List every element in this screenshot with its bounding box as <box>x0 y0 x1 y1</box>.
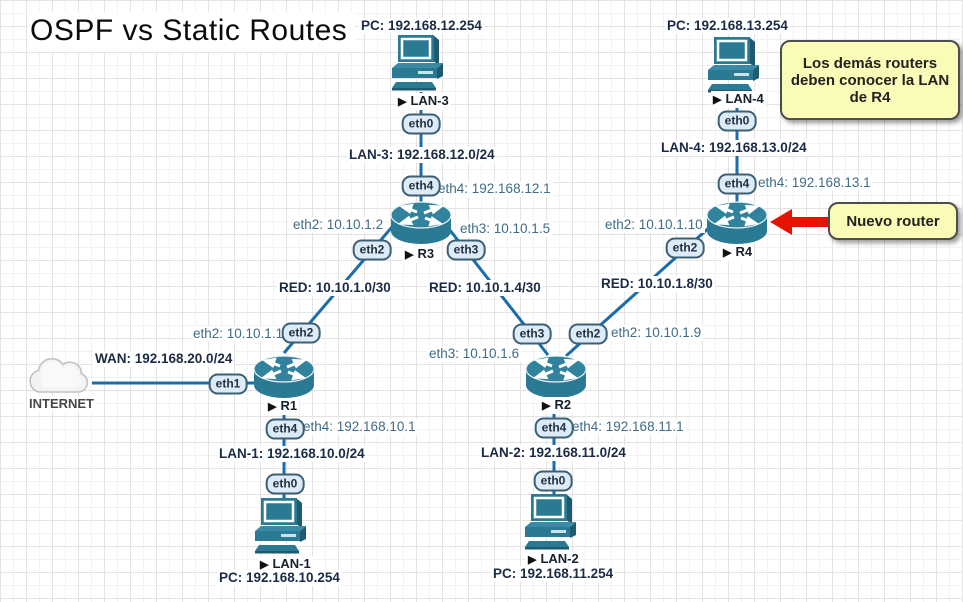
if-ip-r4-eth2: eth2: 10.10.1.10 <box>603 217 705 233</box>
network-label-lan2: LAN-2: 192.168.11.0/24 <box>479 445 628 461</box>
if-ip-r3-eth4: eth4: 192.168.12.1 <box>436 181 553 197</box>
note-new-router-text: Nuevo router <box>846 212 940 230</box>
if-badge-lan1-eth0: eth0 <box>265 473 305 495</box>
network-label-wan: WAN: 192.168.20.0/24 <box>93 351 235 367</box>
node-marker-icon: ▶ <box>268 401 277 413</box>
router-r1-icon[interactable] <box>252 354 316 400</box>
node-marker-icon: ▶ <box>713 94 722 106</box>
if-badge-r4-eth2: eth2 <box>665 237 705 259</box>
if-badge-r1-eth1: eth1 <box>208 373 248 395</box>
if-badge-r1-eth2: eth2 <box>281 322 321 344</box>
note-new-router[interactable]: Nuevo router <box>828 202 958 240</box>
page-title: OSPF vs Static Routes <box>28 12 356 52</box>
pc-lan1-icon[interactable] <box>254 496 312 555</box>
network-label-lan4: LAN-4: 192.168.13.0/24 <box>659 140 809 156</box>
if-badge-lan3-eth0: eth0 <box>401 113 441 135</box>
network-label-red-r3-r2: RED: 10.10.1.4/30 <box>427 280 543 296</box>
network-label-red-r1-r3: RED: 10.10.1.0/30 <box>277 280 393 296</box>
internet-cloud-icon[interactable] <box>22 350 96 396</box>
node-marker-icon: ▶ <box>398 96 407 108</box>
if-badge-r1-eth4: eth4 <box>265 418 305 440</box>
node-marker-icon: ▶ <box>260 559 269 571</box>
if-ip-r4-eth4: eth4: 192.168.13.1 <box>756 175 873 191</box>
if-ip-r3-eth2: eth2: 10.10.1.2 <box>291 217 386 233</box>
if-ip-r2-eth3: eth3: 10.10.1.6 <box>427 346 522 362</box>
node-label-r1: ▶R1 <box>266 398 300 415</box>
if-badge-r3-eth3: eth3 <box>446 239 486 261</box>
node-label-lan2: ▶LAN-2 <box>526 551 581 568</box>
router-r4-icon[interactable] <box>705 200 769 246</box>
if-ip-r2-eth2: eth2: 10.10.1.9 <box>609 325 704 341</box>
node-marker-icon: ▶ <box>542 400 551 412</box>
node-label-lan3: ▶LAN-3 <box>396 93 451 110</box>
pc-ip-label-lan2: PC: 192.168.11.254 <box>491 566 616 582</box>
node-label-lan4: ▶LAN-4 <box>711 91 766 108</box>
network-label-lan3: LAN-3: 192.168.12.0/24 <box>347 147 497 163</box>
node-marker-icon: ▶ <box>528 554 537 566</box>
if-badge-r3-eth4: eth4 <box>401 175 441 197</box>
network-label-red-r2-r4: RED: 10.10.1.8/30 <box>599 276 715 292</box>
pc-ip-label-lan4: PC: 192.168.13.254 <box>665 18 790 34</box>
node-marker-icon: ▶ <box>723 247 732 259</box>
if-ip-r3-eth3: eth3: 10.10.1.5 <box>458 221 553 237</box>
network-label-lan1: LAN-1: 192.168.10.0/24 <box>217 446 367 462</box>
pc-lan2-icon[interactable] <box>524 492 582 551</box>
pc-lan4-icon[interactable] <box>707 35 765 94</box>
node-label-r2: ▶R2 <box>540 397 574 414</box>
if-ip-r2-eth4: eth4: 192.168.11.1 <box>570 419 686 435</box>
if-badge-r2-eth2: eth2 <box>568 323 608 345</box>
note-r4-lan[interactable]: Los demás routers deben conocer la LAN d… <box>780 40 960 120</box>
node-marker-icon: ▶ <box>405 249 414 261</box>
node-label-internet: INTERNET <box>27 396 96 411</box>
if-ip-r1-eth2: eth2: 10.10.1.1 <box>191 326 286 342</box>
if-badge-r3-eth2: eth2 <box>352 239 392 261</box>
pc-ip-label-lan3: PC: 192.168.12.254 <box>359 18 484 34</box>
if-badge-lan4-eth0: eth0 <box>717 110 757 132</box>
router-r3-icon[interactable] <box>389 200 453 246</box>
if-badge-r2-eth3: eth3 <box>512 323 552 345</box>
note-r4-lan-text: Los demás routers deben conocer la LAN d… <box>790 54 950 106</box>
if-ip-r1-eth4: eth4: 192.168.10.1 <box>301 419 418 435</box>
pc-lan3-icon[interactable] <box>391 33 449 92</box>
pc-ip-label-lan1: PC: 192.168.10.254 <box>217 570 342 586</box>
if-badge-r4-eth4: eth4 <box>717 173 757 195</box>
if-badge-r2-eth4: eth4 <box>534 417 574 439</box>
red-arrow-icon <box>770 209 832 235</box>
node-label-lan1: ▶LAN-1 <box>258 556 313 573</box>
if-badge-lan2-eth0: eth0 <box>533 470 573 492</box>
router-r2-icon[interactable] <box>524 354 588 400</box>
node-label-r4: ▶R4 <box>721 244 755 261</box>
node-label-r3: ▶R3 <box>403 246 437 263</box>
